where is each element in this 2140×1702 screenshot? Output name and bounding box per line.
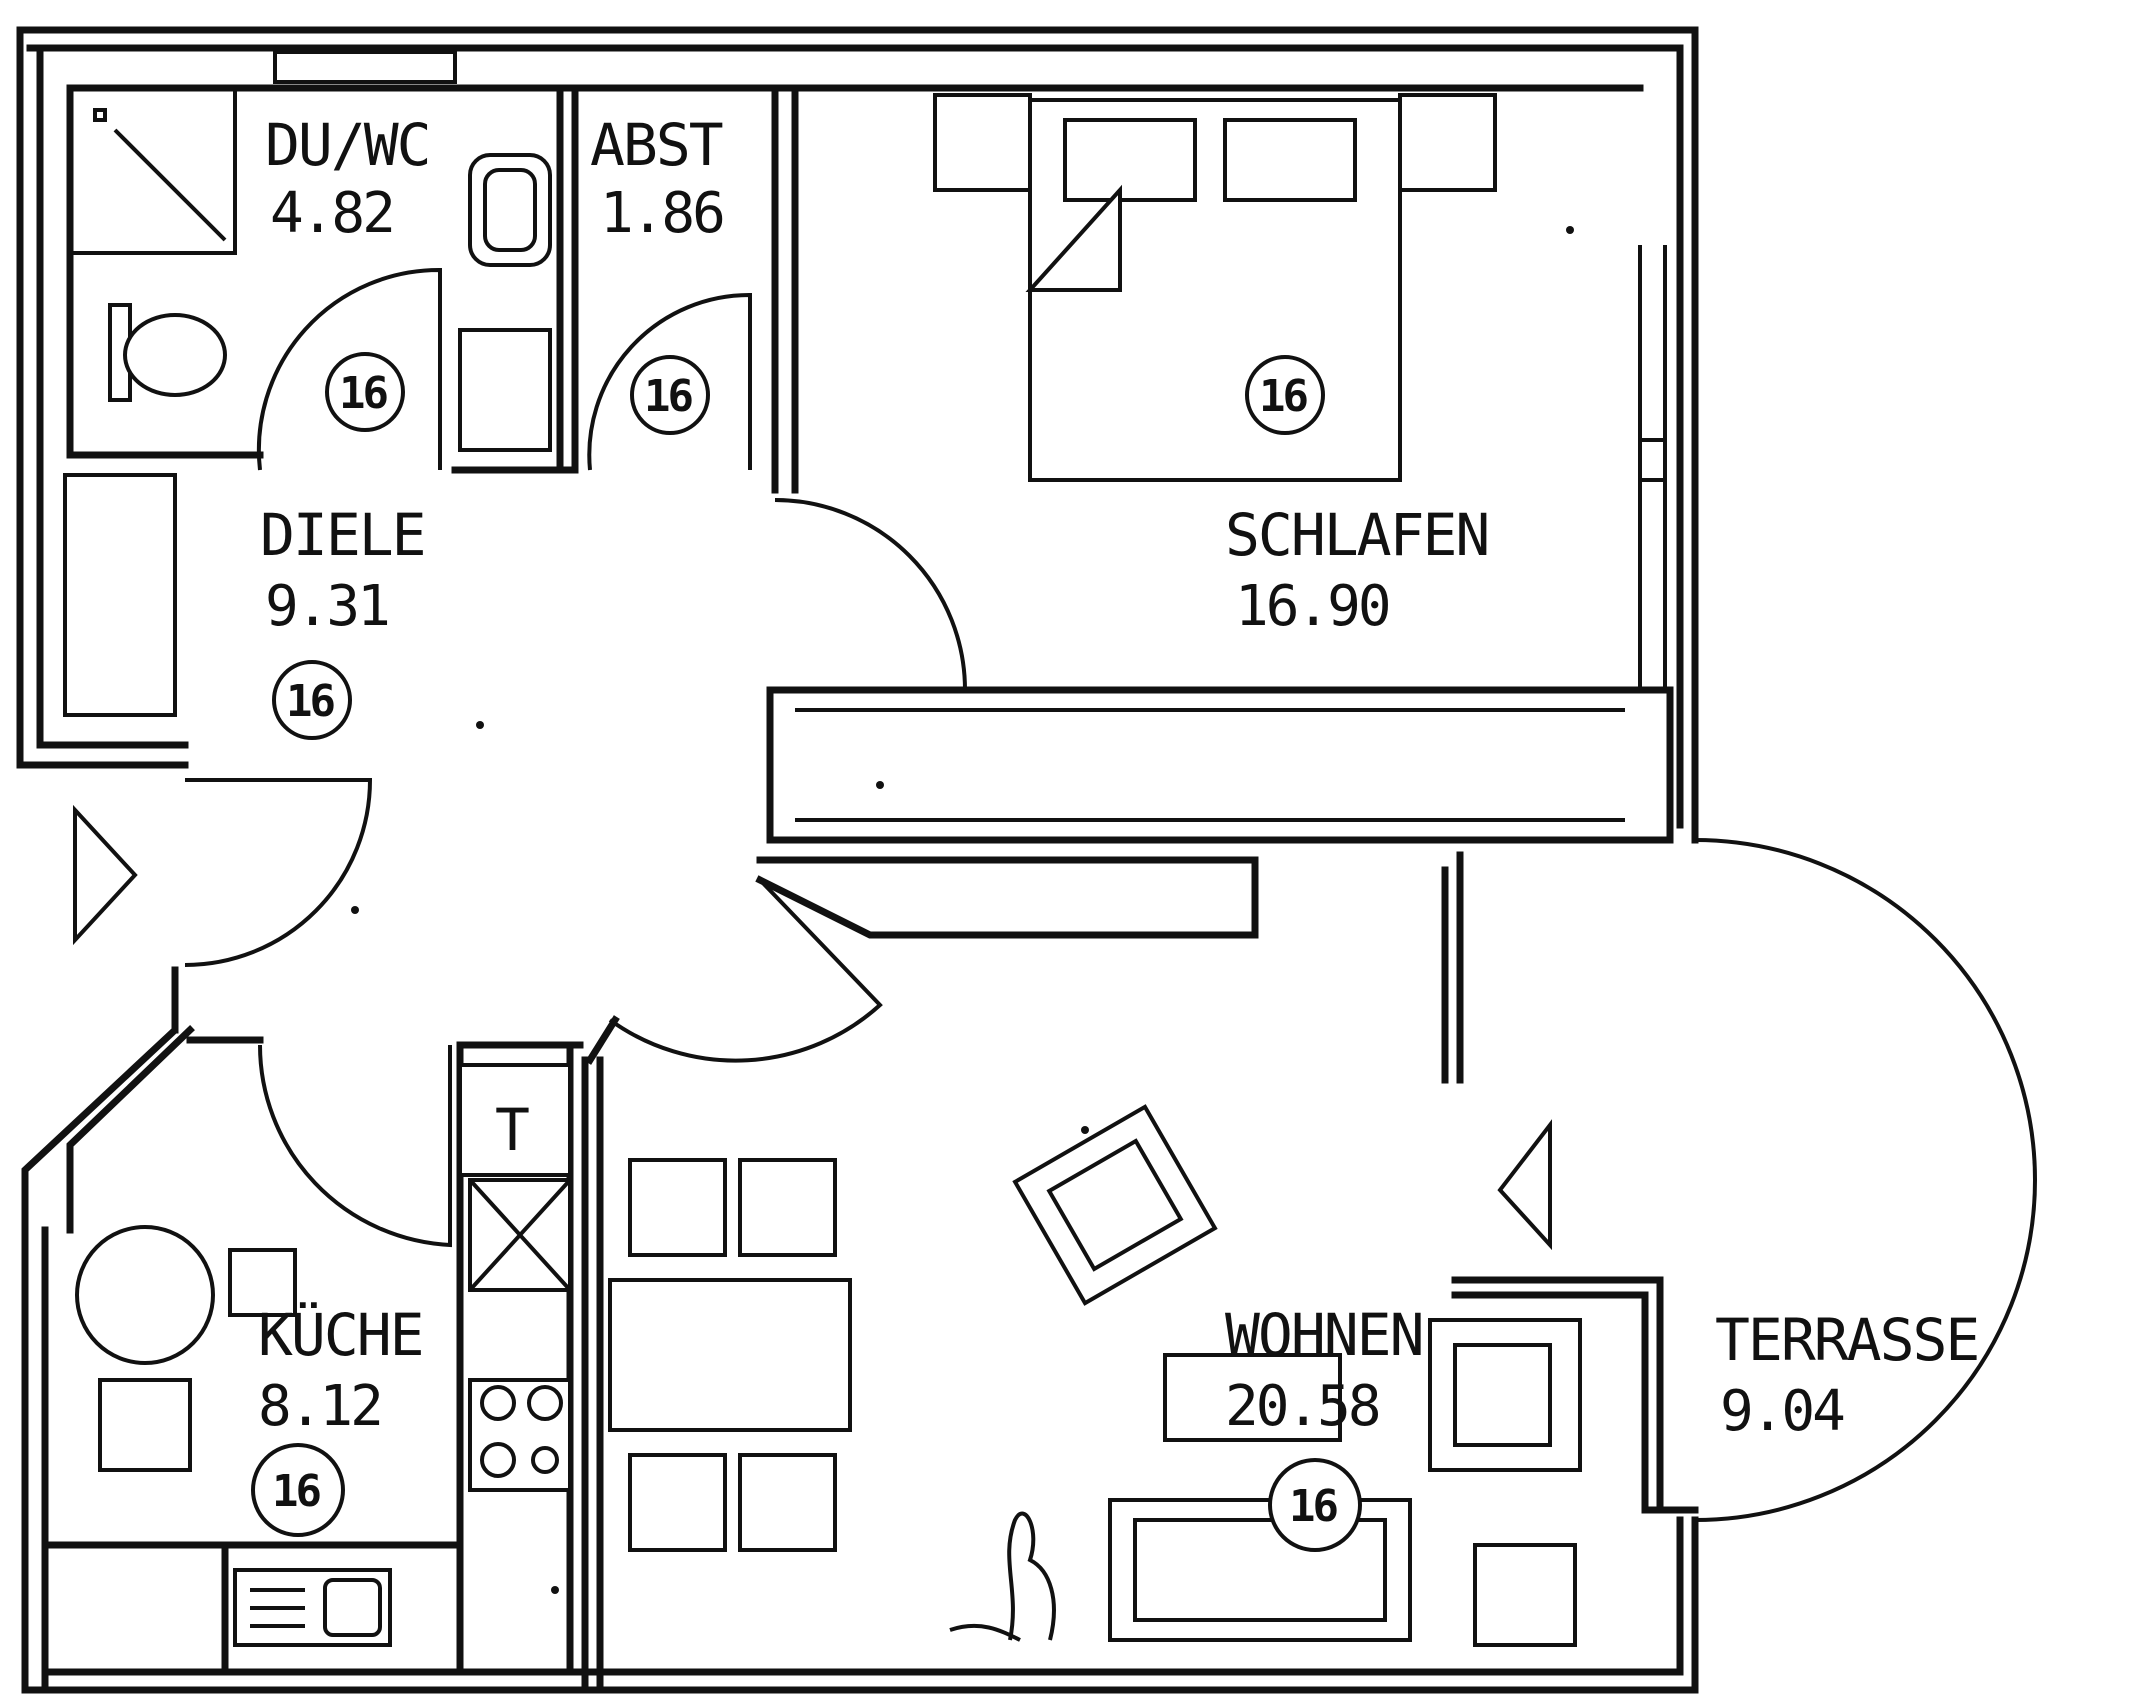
side-chair-icon	[1428, 1318, 1582, 1647]
plant-icon	[949, 1511, 1056, 1642]
room-du-wc: DU/WC 4.82 16	[265, 111, 432, 432]
cabinet-cross-icon	[468, 1178, 572, 1292]
toilet-icon	[108, 303, 227, 402]
room-area: 8.12	[258, 1374, 381, 1439]
room-tag: 16	[1289, 1481, 1337, 1532]
room-name: DIELE	[260, 501, 425, 569]
room-area: 1.86	[600, 181, 723, 246]
sink-icon	[468, 153, 552, 267]
room-area: 20.58	[1225, 1374, 1379, 1439]
plan-dots	[351, 226, 1574, 1594]
room-terrasse: TERRASSE 9.04	[1715, 1306, 1980, 1444]
room-tag: 16	[339, 368, 387, 419]
room-tag: 16	[644, 371, 692, 422]
stove-icon	[468, 1378, 572, 1492]
room-schlafen: 16 SCHLAFEN 16.90	[1225, 355, 1490, 639]
room-tag: 16	[286, 676, 334, 727]
outer-walls	[16, 26, 1699, 1694]
room-tag: 16	[272, 1466, 320, 1517]
room-area: 9.31	[265, 574, 388, 639]
armchair-icon	[1012, 1104, 1218, 1306]
room-name: ABST	[590, 111, 723, 179]
nightstand-icon	[933, 93, 1497, 192]
dining-table-icon	[608, 1158, 852, 1552]
room-name: KÜCHE	[258, 1301, 423, 1369]
room-name: SCHLAFEN	[1225, 501, 1488, 569]
room-name: TERRASSE	[1715, 1306, 1978, 1374]
room-area: 4.82	[270, 181, 393, 246]
room-area: 9.04	[1720, 1379, 1844, 1444]
bed-icon	[1025, 98, 1402, 482]
sofa-icon	[1108, 1353, 1412, 1642]
room-name: DU/WC	[265, 111, 430, 179]
room-diele: DIELE 9.31 16	[260, 501, 427, 740]
terrace-arrow-icon	[1497, 1119, 1552, 1251]
room-kueche: KÜCHE 8.12 16	[251, 1301, 425, 1537]
windows	[273, 50, 1667, 690]
kitchen-sink-icon	[233, 1568, 392, 1647]
room-wohnen: WOHNEN 20.58 16	[1225, 1301, 1425, 1552]
washing-machine-icon	[458, 328, 552, 452]
room-tag: 16	[1259, 371, 1307, 422]
room-area: 16.90	[1235, 574, 1389, 639]
door-swings	[184, 267, 2037, 1522]
room-abst: ABST 1.86 16	[590, 111, 726, 435]
fridge-label: T	[495, 1096, 529, 1164]
fridge-icon: T	[458, 1063, 572, 1177]
kitchen-table-icon	[75, 1225, 297, 1472]
room-name: WOHNEN	[1225, 1301, 1423, 1369]
entrance-arrow-icon	[73, 804, 138, 946]
